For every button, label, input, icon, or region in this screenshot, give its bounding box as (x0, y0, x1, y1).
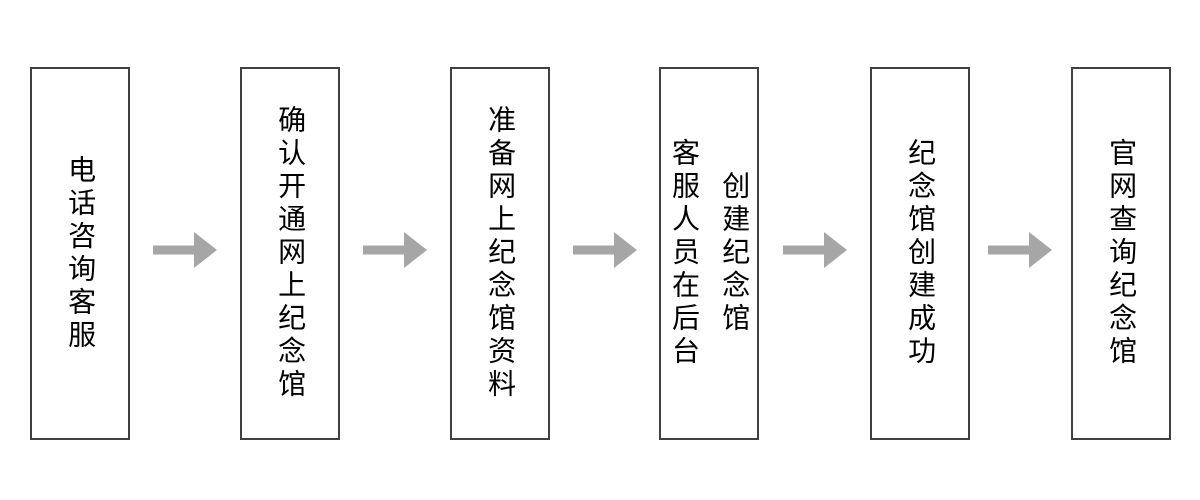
arrow-right-icon (783, 232, 847, 268)
flow-step-4-label-left: 客服人员在后台 (669, 138, 700, 369)
flow-step-3: 准备网上纪念馆资料 (450, 67, 550, 440)
arrow-right-icon (573, 232, 637, 268)
flow-step-5-label: 纪念馆创建成功 (905, 138, 937, 369)
flow-step-3-label: 准备网上纪念馆资料 (485, 105, 517, 402)
flow-step-5: 纪念馆创建成功 (870, 67, 970, 440)
arrow-right-icon (153, 232, 217, 268)
arrow-right-icon (363, 232, 427, 268)
arrow-right-icon (988, 232, 1052, 268)
flow-step-2-label: 确认开通网上纪念馆 (275, 105, 307, 402)
flow-step-1: 电话咨询客服 (30, 67, 130, 440)
flow-step-2: 确认开通网上纪念馆 (240, 67, 340, 440)
flow-step-1-label: 电话咨询客服 (65, 154, 97, 353)
flow-step-4-label-right: 创建纪念馆 (719, 171, 751, 336)
flow-step-4: 客服人员在后台 创建纪念馆 (659, 67, 759, 440)
flow-step-6-label: 官网查询纪念馆 (1106, 138, 1138, 369)
flow-step-6: 官网查询纪念馆 (1071, 67, 1171, 440)
